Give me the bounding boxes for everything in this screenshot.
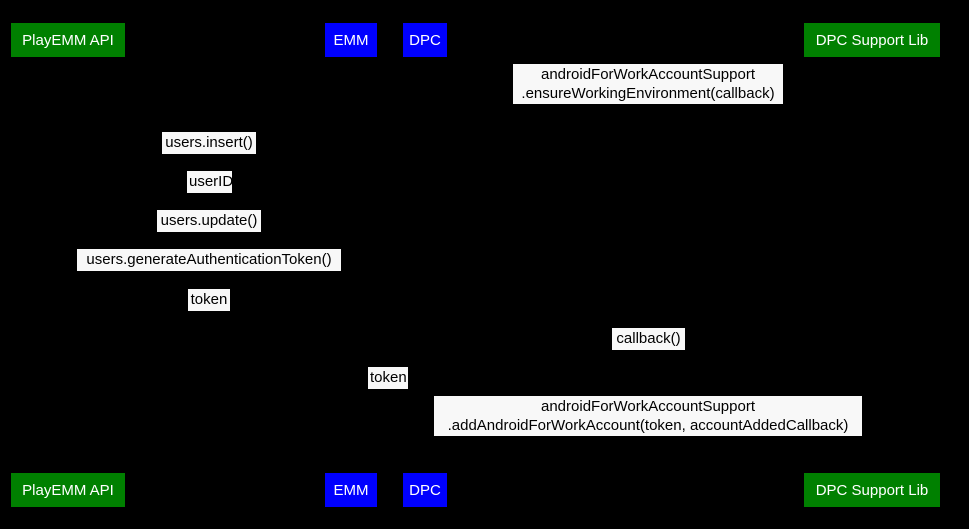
- arrow-users-update: [67, 232, 350, 233]
- participant-label: DPC Support Lib: [815, 31, 929, 49]
- arrow-ensure-working-environment: [424, 104, 871, 105]
- message-label-add-android-for-work-account: androidForWorkAccountSupport .addAndroidF…: [434, 396, 862, 436]
- participant-emm-top[interactable]: EMM: [325, 23, 377, 57]
- message-label-token-to-dpc: token: [368, 367, 408, 389]
- lifeline-dpc: [424, 57, 425, 473]
- lifeline-playemm-api: [67, 57, 68, 473]
- lifeline-dpc-support-lib: [871, 57, 872, 473]
- participant-label: PlayEMM API: [22, 481, 114, 499]
- participant-dpc-support-lib-top[interactable]: DPC Support Lib: [804, 23, 940, 57]
- message-label-user-id: userID: [187, 171, 233, 193]
- message-line-1: androidForWorkAccountSupport: [541, 398, 755, 415]
- message-label-callback: callback(): [612, 328, 685, 350]
- message-line-2: .ensureWorkingEnvironment(callback): [521, 85, 775, 102]
- participant-label: DPC Support Lib: [815, 481, 929, 499]
- participant-label: PlayEMM API: [22, 31, 114, 49]
- arrow-user-id: [67, 193, 350, 194]
- participant-dpc-bottom[interactable]: DPC: [403, 473, 447, 507]
- participant-emm-bottom[interactable]: EMM: [325, 473, 377, 507]
- participant-dpc-top[interactable]: DPC: [403, 23, 447, 57]
- arrow-token-to-dpc: [350, 389, 424, 390]
- participant-label: EMM: [333, 481, 369, 499]
- arrow-callback: [424, 350, 871, 351]
- message-label-users-generate-authentication-token: users.generateAuthenticationToken(): [77, 249, 341, 271]
- participant-playemm-api-bottom[interactable]: PlayEMM API: [11, 473, 125, 507]
- participant-label: EMM: [333, 31, 369, 49]
- participant-label: DPC: [409, 481, 441, 499]
- arrow-users-generate-authentication-token: [67, 271, 350, 272]
- lifeline-emm: [350, 57, 351, 473]
- participant-playemm-api-top[interactable]: PlayEMM API: [11, 23, 125, 57]
- message-label-users-insert: users.insert(): [162, 132, 256, 154]
- message-line-2: .addAndroidForWorkAccount(token, account…: [447, 417, 849, 434]
- message-label-token-to-emm: token: [188, 289, 230, 311]
- participant-label: DPC: [409, 31, 441, 49]
- participant-dpc-support-lib-bottom[interactable]: DPC Support Lib: [804, 473, 940, 507]
- arrow-users-insert: [67, 154, 350, 155]
- arrow-add-android-for-work-account: [424, 436, 871, 437]
- message-label-users-update: users.update(): [157, 210, 261, 232]
- message-label-ensure-working-environment: androidForWorkAccountSupport .ensureWorki…: [513, 64, 783, 104]
- arrow-token-to-emm: [67, 311, 350, 312]
- message-line-1: androidForWorkAccountSupport: [541, 66, 755, 83]
